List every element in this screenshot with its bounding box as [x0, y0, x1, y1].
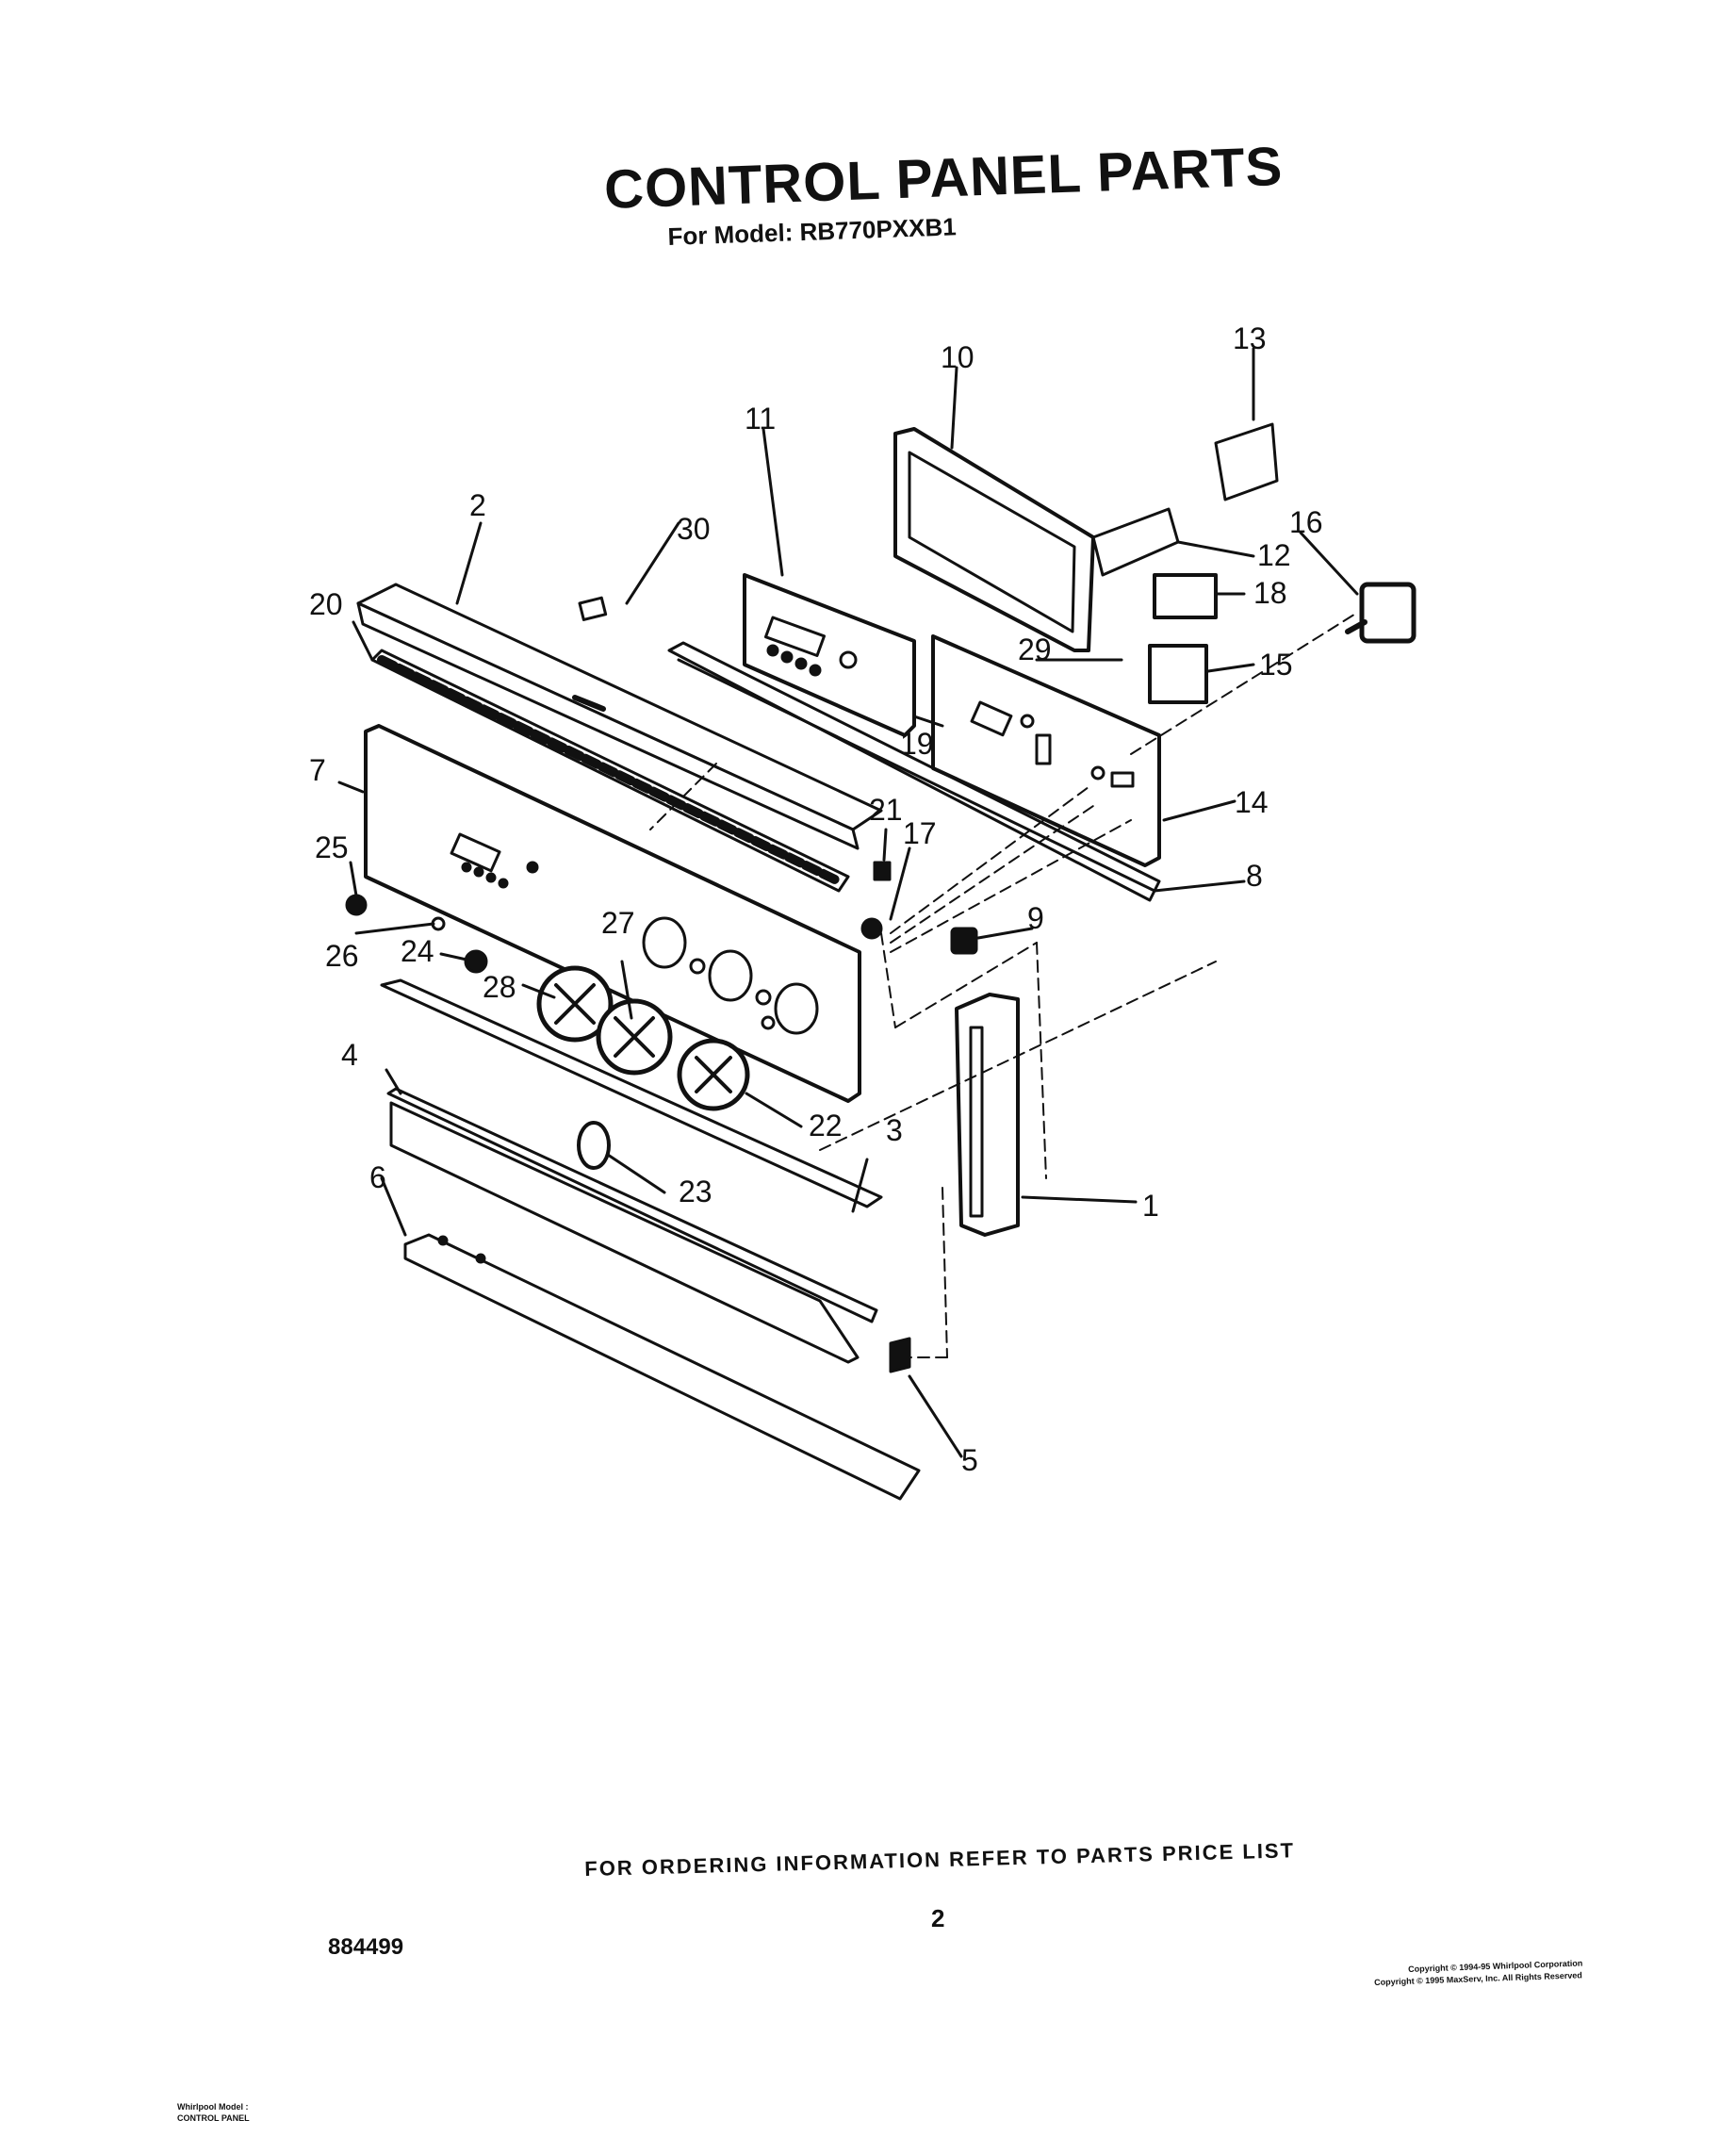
part-control-panel [364, 724, 861, 1103]
callout-27: 27 [601, 906, 635, 940]
callout-26: 26 [325, 939, 359, 973]
callout-12: 12 [1257, 538, 1291, 572]
callout-23: 23 [679, 1175, 712, 1208]
callout-14: 14 [1235, 785, 1269, 819]
assembly-lines [649, 612, 1358, 1358]
callout-22: 22 [809, 1109, 843, 1142]
callout-8: 8 [1246, 859, 1263, 893]
callout-16: 16 [1289, 505, 1323, 539]
callout-21: 21 [869, 793, 903, 827]
page-number: 2 [931, 1904, 945, 1932]
knob-23 [577, 1121, 611, 1170]
callout-2: 2 [469, 488, 486, 522]
model-tag-line-1: Whirlpool Model : [177, 2102, 249, 2112]
callout-13: 13 [1233, 321, 1267, 355]
part-15-switch [1148, 644, 1208, 704]
callout-4: 4 [341, 1038, 358, 1072]
callout-7: 7 [309, 753, 326, 787]
callout-9: 9 [1027, 901, 1044, 935]
callout-10: 10 [941, 340, 974, 374]
callout-25: 25 [315, 830, 349, 864]
callout-18: 18 [1253, 576, 1287, 610]
part-18-relay [1153, 573, 1218, 619]
part-9-bushing [950, 927, 978, 955]
callout-15: 15 [1259, 648, 1293, 682]
part-bottom-channel [389, 1101, 860, 1364]
callout-19: 19 [900, 727, 934, 761]
callout-leaders [337, 347, 1359, 1458]
part-16-thermostat [1345, 582, 1417, 644]
part-side-bracket [955, 993, 1020, 1237]
part-24-button [464, 949, 488, 974]
knob-22 [677, 1038, 750, 1111]
part-base-strip [403, 1233, 921, 1501]
callout-24: 24 [401, 934, 434, 968]
callout-30: 30 [677, 512, 711, 546]
part-clock-module [743, 573, 916, 737]
model-tag-line-2: CONTROL PANEL [177, 2113, 250, 2123]
document-number: 884499 [328, 1934, 404, 1960]
part-top-trim [356, 583, 883, 850]
callout-28: 28 [483, 970, 516, 1004]
callout-11: 11 [745, 402, 776, 436]
part-display-frame [893, 427, 1095, 652]
callout-20: 20 [309, 587, 343, 621]
part-21-clip [873, 861, 892, 881]
part-12-board [1091, 507, 1180, 577]
part-long-rail [667, 641, 1161, 902]
part-25-button [345, 894, 368, 916]
knob-27 [596, 998, 673, 1076]
part-vent-strip [370, 649, 850, 893]
part-30-clip [578, 596, 608, 621]
callout-6: 6 [369, 1160, 386, 1194]
knob-28 [536, 965, 614, 1043]
callout-3: 3 [886, 1113, 903, 1147]
callout-17: 17 [903, 816, 937, 850]
callout-29: 29 [1018, 633, 1052, 666]
part-lower-trim [380, 978, 883, 1323]
part-5-clip [889, 1337, 911, 1373]
part-backplate [931, 634, 1161, 867]
callout-labels: 2 20 7 25 26 24 28 27 4 6 30 11 10 13 16… [309, 321, 1323, 1477]
part-13-cover [1214, 422, 1279, 501]
part-17-screw [860, 917, 883, 940]
callout-1: 1 [1142, 1189, 1159, 1223]
callout-5: 5 [961, 1443, 978, 1477]
